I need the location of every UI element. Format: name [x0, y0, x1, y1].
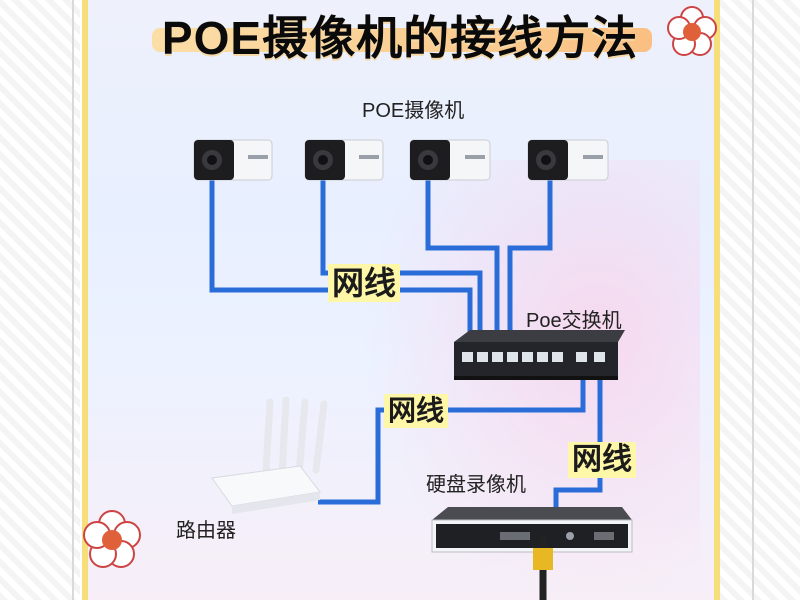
cable-router — [318, 362, 586, 505]
cables — [209, 178, 603, 535]
cable-camera-2 — [320, 178, 483, 358]
switch-icon — [454, 330, 625, 380]
left-frame-line — [72, 0, 74, 600]
flower-icon — [667, 6, 717, 56]
cable-camera-4 — [507, 178, 553, 358]
cable-label-top: 网线 — [328, 264, 401, 302]
cameras-label: POE摄像机 — [362, 100, 465, 122]
flower-icon — [83, 510, 141, 568]
title-highlight — [152, 28, 652, 52]
left-pattern — [0, 0, 80, 600]
cable-label-nvr: 网线 — [568, 442, 636, 478]
cable-label-router: 网线 — [384, 394, 449, 428]
camera-icon — [409, 139, 491, 181]
switch-label: Poe交换机 — [526, 310, 622, 332]
nvr-label: 硬盘录像机 — [426, 474, 526, 496]
right-frame-line — [752, 0, 754, 600]
router-label: 路由器 — [176, 520, 236, 542]
power-cable — [533, 535, 553, 600]
router-icon — [211, 396, 328, 514]
right-pattern — [720, 0, 800, 600]
nvr-icon — [431, 507, 633, 553]
camera-icon — [304, 139, 384, 181]
camera-icon — [193, 139, 273, 181]
camera-icon — [527, 139, 609, 181]
cable-camera-3 — [425, 178, 500, 358]
page-title: POE摄像机的接线方法 — [161, 12, 639, 64]
